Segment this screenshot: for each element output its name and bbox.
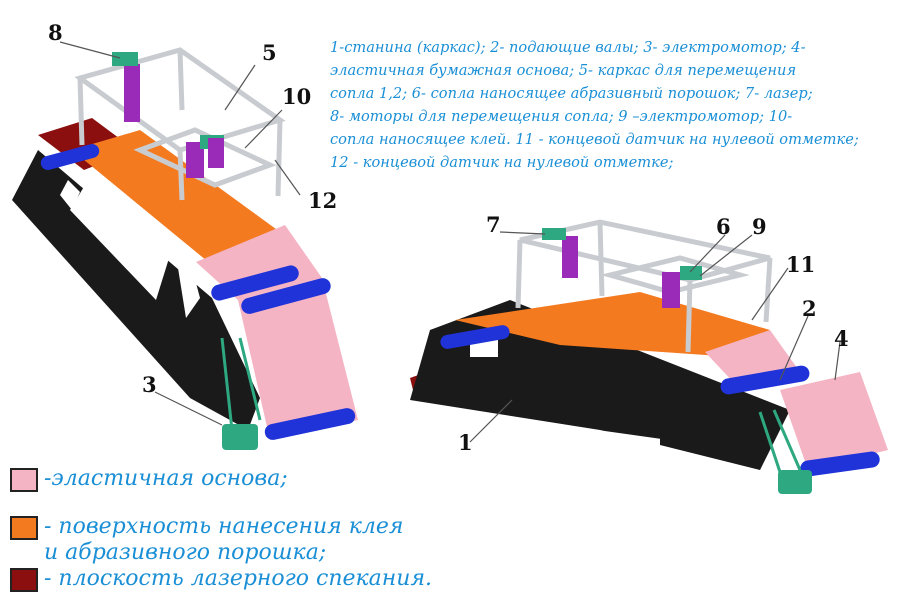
right-nozzle [662,272,680,308]
right-roller [440,325,510,349]
right-belt [772,409,802,471]
caption-line: эластичная бумажная основа; 5- каркас дл… [330,62,797,79]
right-frame-window [530,420,660,459]
legend-swatch [10,468,38,492]
leader-lines [59,41,841,443]
legend-label: -эластичная основа; [44,466,288,491]
callout-9: 9 [752,214,767,239]
callout-11: 11 [786,252,815,277]
left-frame-body [12,150,260,430]
callout-5: 5 [262,40,277,65]
left-glue-nozzle [186,142,204,178]
left-belt [238,337,262,421]
right-motor [778,470,812,494]
left-machine [12,47,358,450]
legend-swatch [10,568,38,592]
callout-2: 2 [802,296,817,321]
right-roller [720,365,810,395]
callout-1: 1 [458,430,473,455]
callout-7: 7 [486,212,501,237]
left-frame-window [60,180,80,210]
legend-label: - плоскость лазерного спекания. [44,566,433,591]
caption-line: 1-станина (каркас); 2- подающие валы; 3-… [330,39,806,56]
left-roller [40,144,100,170]
legend-label: - поверхность нанесения клея [44,514,404,539]
caption-line: 8- моторы для перемещения сопла; 9 –элек… [330,108,793,125]
legend-item-laser: - плоскость лазерного спекания. [10,566,432,592]
right-elastic-base [780,372,888,470]
right-frame-body [410,300,790,470]
right-nozzle-motor [680,266,702,280]
callout-10: 10 [282,84,311,109]
callout-12: 12 [308,188,337,213]
caption-line: сопла 1,2; 6- сопла наносящее абразивный… [330,85,813,102]
callouts: 8 5 10 12 3 7 6 9 11 2 4 1 [48,20,849,455]
callout-4: 4 [834,326,849,351]
caption: 1-станина (каркас); 2- подающие валы; 3-… [330,36,890,174]
left-frame-window [178,268,200,318]
callout-3: 3 [142,372,157,397]
legend-label-line2: и абразивного порошка; [44,540,327,565]
caption-line: сопла наносящее клей. 11 - концевой датч… [330,131,859,148]
right-roller [800,451,880,477]
left-motor [222,424,258,450]
legend-item-elastic: -эластичная основа; [10,466,288,492]
right-frame-window [540,451,680,490]
left-motor-8 [112,52,138,66]
callout-8: 8 [48,20,63,45]
left-laser-head [124,64,140,122]
right-motor-7 [542,228,566,240]
right-laser-head [562,236,578,278]
callout-6: 6 [716,214,731,239]
right-belt [758,411,784,479]
left-elastic-base [238,278,358,440]
left-belt [220,337,234,431]
caption-line: 12 - концевой датчик на нулевой отметке; [330,154,674,171]
left-nozzle [208,138,224,168]
left-roller [264,408,356,440]
left-roller [211,265,299,301]
legend-item-glue: - поверхность нанесения клея и абразивно… [10,514,403,566]
left-roller [241,278,331,314]
right-gantry [515,219,773,353]
left-frame-window [70,180,170,300]
legend-swatch [10,516,38,540]
right-machine [410,219,888,494]
left-glue-surface [72,130,280,270]
